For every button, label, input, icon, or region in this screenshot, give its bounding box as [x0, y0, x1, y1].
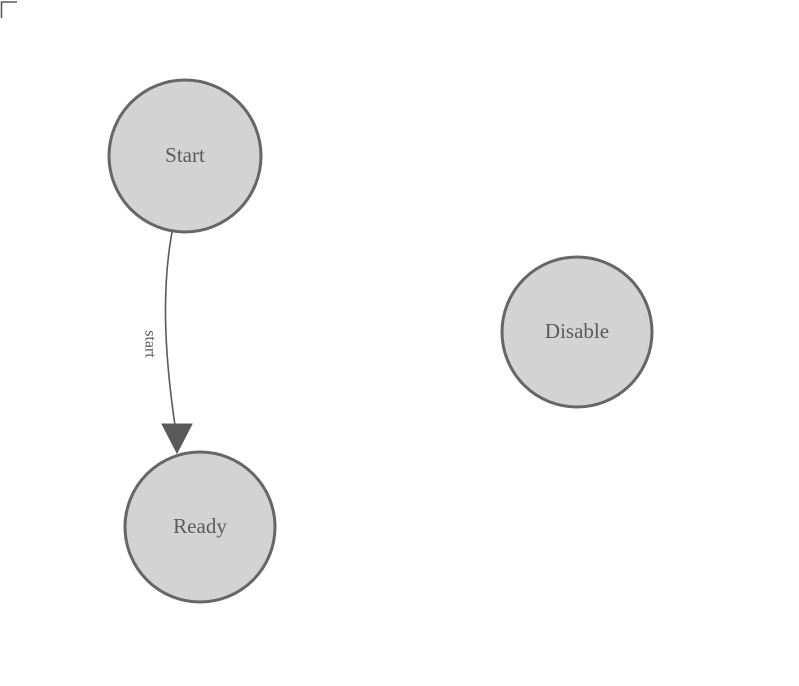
canvas-corner-bracket-icon [0, 1, 17, 18]
node-disable-label: Disable [545, 319, 609, 343]
node-start[interactable]: Start [107, 78, 263, 234]
edge-label-start: start [141, 330, 158, 358]
edge-start-to-ready[interactable]: start [141, 231, 193, 455]
node-ready-label: Ready [173, 514, 227, 538]
edge-arrowhead-icon [161, 423, 193, 455]
node-disable[interactable]: Disable [500, 255, 654, 409]
node-start-circle[interactable] [107, 78, 263, 234]
node-start-label: Start [165, 143, 205, 167]
node-ready-circle[interactable] [123, 450, 277, 604]
edge-path[interactable] [164, 231, 177, 433]
node-disable-circle[interactable] [500, 255, 654, 409]
node-ready[interactable]: Ready [123, 450, 277, 604]
